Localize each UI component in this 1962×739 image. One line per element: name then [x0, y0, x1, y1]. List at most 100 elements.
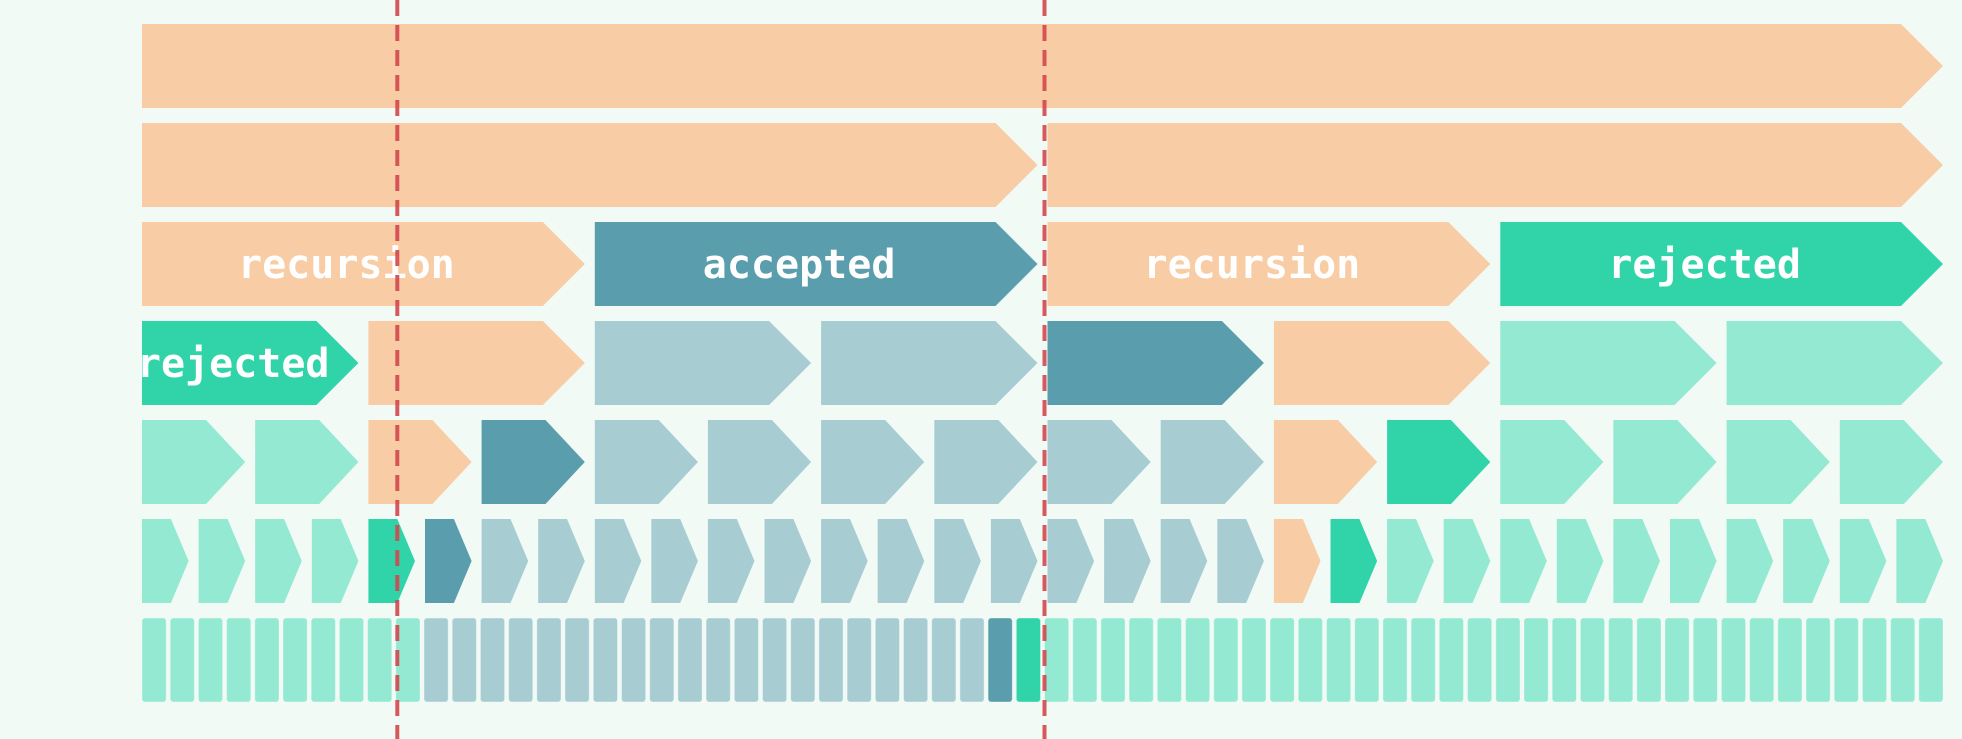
cell — [1100, 617, 1126, 703]
cell — [931, 617, 957, 703]
cell — [818, 617, 844, 703]
state-arrow — [594, 519, 642, 603]
state-arrow — [311, 519, 359, 603]
cell — [1608, 617, 1634, 703]
cell — [536, 617, 562, 703]
cell — [762, 617, 788, 703]
cell — [367, 617, 393, 703]
state-arrow — [1556, 519, 1604, 603]
state-arrow — [1047, 123, 1943, 207]
state-arrow — [1047, 222, 1491, 306]
cell — [903, 617, 929, 703]
state-arrow — [1726, 420, 1830, 504]
cell — [987, 617, 1013, 703]
state-arrow — [1273, 321, 1491, 405]
state-arrow — [1387, 519, 1434, 603]
cell — [395, 617, 421, 703]
cell — [1354, 617, 1380, 703]
state-arrow — [255, 519, 302, 603]
state-arrow — [481, 519, 529, 603]
arrow-label: rejected — [1608, 242, 1801, 288]
state-arrow — [1783, 519, 1830, 603]
cell — [1128, 617, 1154, 703]
cell — [564, 617, 590, 703]
state-arrow — [255, 420, 359, 504]
cell — [1072, 617, 1098, 703]
cell — [1749, 617, 1775, 703]
cell — [649, 617, 675, 703]
cell — [1861, 617, 1888, 703]
cell — [1777, 617, 1803, 703]
markers — [395, 0, 1047, 739]
cell — [423, 617, 449, 703]
state-arrow — [1839, 420, 1943, 504]
state-arrow — [594, 420, 698, 504]
state-arrow — [1613, 420, 1717, 504]
state-arrow — [368, 321, 585, 405]
state-arrow — [1613, 519, 1660, 603]
cell — [338, 617, 365, 703]
cell — [226, 617, 252, 703]
state-arrow — [425, 519, 472, 603]
cell — [1382, 617, 1408, 703]
state-arrow — [1104, 519, 1151, 603]
arrow-row — [142, 24, 1943, 108]
state-arrow — [1500, 321, 1717, 405]
cell — [592, 617, 618, 703]
arrow-label: accepted — [703, 242, 896, 288]
cell — [1326, 617, 1352, 703]
state-arrow — [142, 222, 585, 306]
cell — [1918, 617, 1944, 703]
state-arrow — [538, 519, 585, 603]
state-arrow — [821, 420, 925, 504]
state-arrow — [990, 519, 1038, 603]
state-arrow — [764, 519, 812, 603]
cell — [1805, 617, 1831, 703]
cell — [451, 617, 477, 703]
state-arrow — [651, 519, 698, 603]
state-arrow — [142, 420, 246, 504]
cell — [1523, 617, 1549, 703]
state-arrow — [1387, 420, 1491, 504]
cell — [959, 617, 985, 703]
state-arrow — [142, 123, 1038, 207]
state-arrow — [1443, 519, 1491, 603]
state-arrow — [1273, 519, 1321, 603]
cell — [1044, 617, 1070, 703]
cell — [677, 617, 703, 703]
cell — [1720, 617, 1747, 703]
cell — [1410, 617, 1436, 703]
cell — [1692, 617, 1718, 703]
cell — [1551, 617, 1577, 703]
state-arrow — [142, 24, 1943, 108]
state-arrow — [1047, 420, 1151, 504]
cell — [1297, 617, 1324, 703]
cell-row — [141, 617, 1944, 703]
state-arrow — [1726, 519, 1774, 603]
cell — [1438, 617, 1465, 703]
state-arrow — [934, 420, 1038, 504]
state-arrow — [1047, 519, 1095, 603]
state-arrow — [594, 222, 1038, 306]
cell — [846, 617, 872, 703]
arrow-label: recursion — [1144, 242, 1361, 288]
state-arrow — [198, 519, 246, 603]
cell — [1495, 617, 1521, 703]
cell — [1890, 617, 1916, 703]
cell — [197, 617, 224, 703]
cell — [1636, 617, 1662, 703]
state-arrow — [1896, 519, 1943, 603]
state-arrow — [934, 519, 981, 603]
cell — [1467, 617, 1493, 703]
cell — [1156, 617, 1183, 703]
cell — [1241, 617, 1267, 703]
state-arrow — [1670, 519, 1717, 603]
cell — [1833, 617, 1859, 703]
state-arrow — [1047, 321, 1264, 405]
state-arrow — [877, 519, 925, 603]
state-arrow — [1726, 321, 1943, 405]
cell — [874, 617, 900, 703]
